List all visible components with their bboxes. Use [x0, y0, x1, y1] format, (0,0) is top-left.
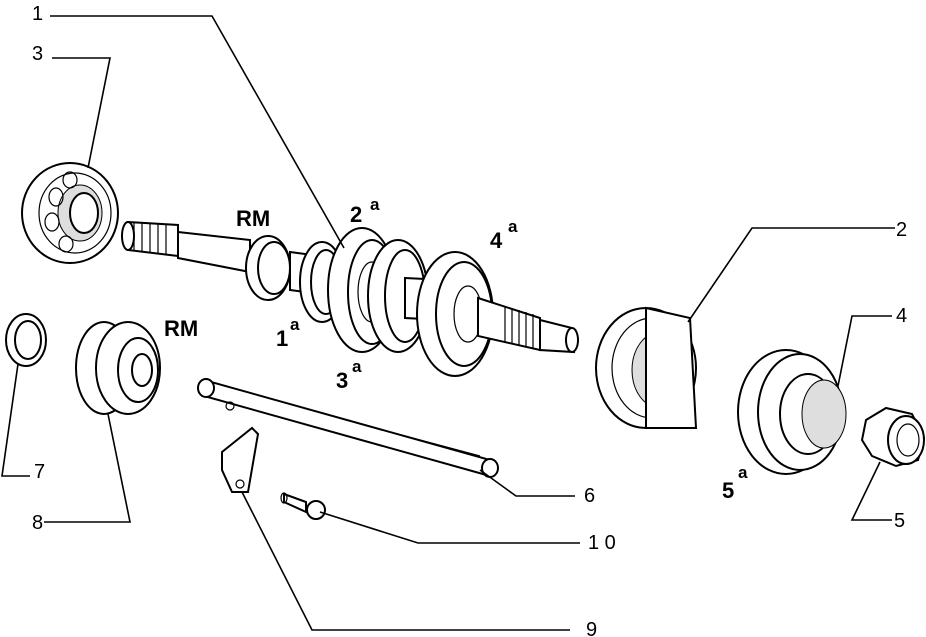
label-gear-3: 3	[336, 368, 348, 393]
label-gear-2: 2	[350, 202, 362, 227]
leader-7	[1, 363, 30, 477]
leader-8	[44, 413, 131, 523]
label-gear-3-sup: a	[352, 357, 362, 376]
main-shaft	[121, 220, 579, 377]
label-gear-1: 1	[276, 326, 288, 351]
leader-4	[837, 315, 892, 387]
callout-numbers: 1 2 3 4 5 6 7 8 9 1 0	[32, 3, 907, 637]
callout-1: 1	[32, 3, 43, 25]
callout-8: 8	[32, 512, 43, 534]
callout-2: 2	[896, 219, 907, 241]
label-gear-1-sup: a	[290, 315, 300, 334]
gear-labels: RM RM 1 a 2 a 3 a 4 a 5 a	[164, 195, 748, 503]
leader-9	[241, 491, 570, 631]
callout-10: 1 0	[588, 532, 616, 554]
nut-5	[860, 406, 926, 468]
callout-3: 3	[32, 43, 43, 65]
label-rm-shaft: RM	[236, 206, 270, 231]
callout-4: 4	[896, 305, 907, 327]
label-gear-4: 4	[490, 228, 503, 253]
leader-3	[52, 57, 111, 169]
leader-5	[850, 461, 892, 521]
bolt-10	[280, 492, 326, 520]
leader-6	[479, 469, 575, 497]
spacer-ring-7	[5, 313, 47, 367]
label-gear-5: 5	[722, 478, 734, 503]
bearing-2	[595, 306, 698, 429]
leader-1	[50, 15, 345, 249]
label-gear-5-sup: a	[738, 463, 748, 482]
label-gear-4-sup: a	[508, 217, 518, 236]
callout-9: 9	[586, 619, 597, 637]
callout-6: 6	[584, 485, 595, 507]
lock-plate-9	[221, 426, 260, 493]
bearing-3	[21, 162, 119, 264]
gear-5a	[737, 349, 847, 475]
leader-2	[687, 227, 895, 323]
leader-10	[319, 511, 580, 544]
label-rm-gear: RM	[164, 316, 198, 341]
callout-5: 5	[894, 510, 905, 532]
label-gear-2-sup: a	[370, 195, 380, 214]
reverse-gear-8	[75, 321, 161, 415]
shaft-6	[197, 378, 499, 478]
leader-lines	[1, 15, 895, 631]
callout-7: 7	[34, 461, 45, 483]
